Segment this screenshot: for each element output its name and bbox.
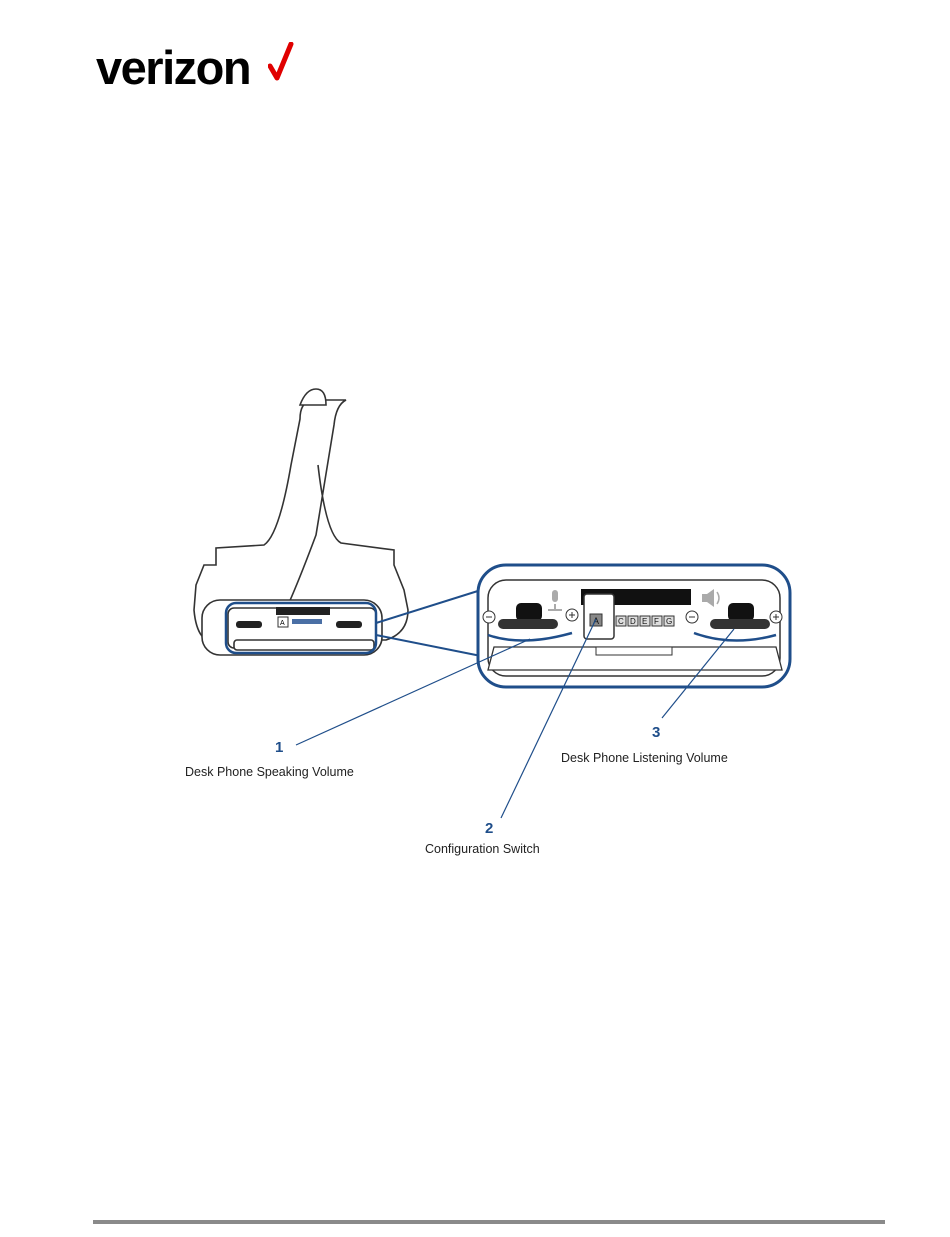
svg-text:A: A — [280, 620, 285, 627]
svg-text:G: G — [666, 617, 672, 626]
svg-text:C: C — [618, 617, 624, 626]
svg-text:E: E — [642, 617, 647, 626]
base-station-illustration: A A C D E F G — [176, 385, 796, 863]
callout-2-number: 2 — [485, 821, 493, 836]
zoom-panel: A C D E F G — [478, 565, 790, 687]
callout-1-label: Desk Phone Speaking Volume — [185, 766, 354, 779]
callout-3-label: Desk Phone Listening Volume — [561, 752, 728, 765]
svg-text:D: D — [630, 617, 636, 626]
checkmark-icon — [268, 42, 294, 82]
svg-text:F: F — [654, 617, 659, 626]
callout-1-number: 1 — [275, 740, 283, 755]
callout-3-number: 3 — [652, 725, 660, 740]
verizon-logo: verizon — [96, 44, 250, 91]
footer-divider — [93, 1220, 885, 1224]
base-station-diagram: A A C D E F G — [176, 385, 796, 863]
callout-2-label: Configuration Switch — [425, 843, 540, 856]
